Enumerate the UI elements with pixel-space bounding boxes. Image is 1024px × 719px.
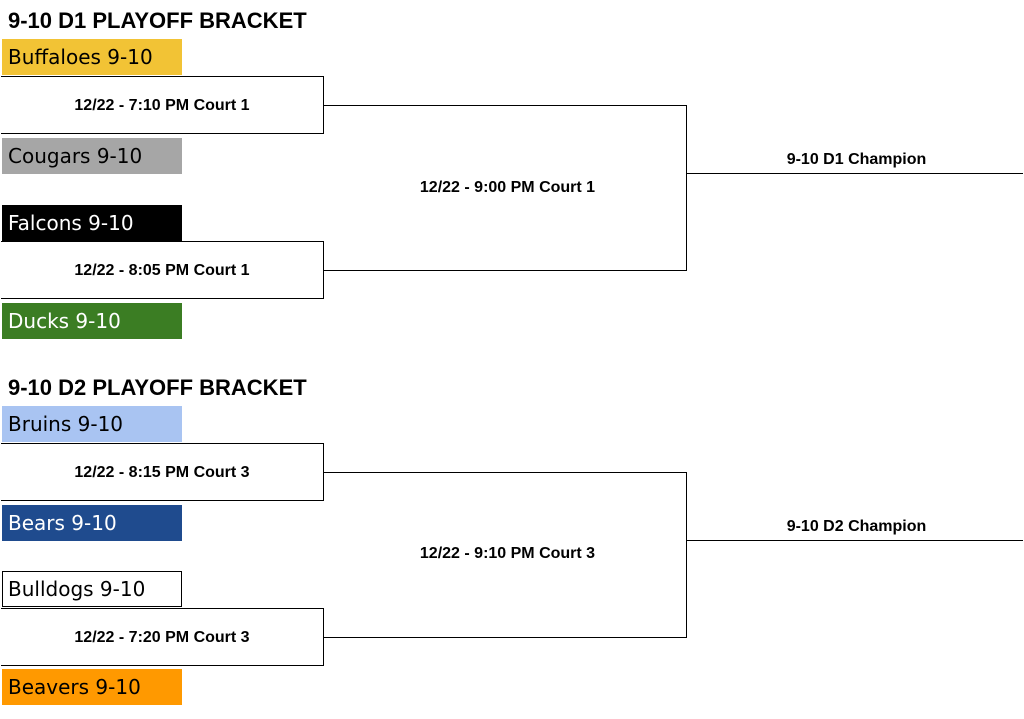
match-1-time: 12/22 - 8:15 PM Court 3 xyxy=(74,464,250,481)
champion-label: 9-10 D1 Champion xyxy=(786,151,927,168)
team-ducks: Ducks 9-10 xyxy=(2,303,182,339)
team-bruins: Bruins 9-10 xyxy=(2,406,182,442)
champion-label: 9-10 D2 Champion xyxy=(786,518,927,535)
match-1-time: 12/22 - 7:10 PM Court 1 xyxy=(74,97,250,114)
match-2-connector xyxy=(1,241,324,299)
d2-bracket: 9-10 D2 PLAYOFF BRACKET Bruins 9-10 Bear… xyxy=(0,367,1024,719)
final-vertical-line xyxy=(686,105,687,271)
match-2-time: 12/22 - 8:05 PM Court 1 xyxy=(74,262,250,279)
semifinal-top-line xyxy=(324,105,687,106)
final-time: 12/22 - 9:10 PM Court 3 xyxy=(419,545,596,562)
match-1-connector xyxy=(1,443,324,501)
team-beavers: Beavers 9-10 xyxy=(2,669,182,705)
champion-line xyxy=(686,540,1023,541)
final-time: 12/22 - 9:00 PM Court 1 xyxy=(419,179,596,196)
team-cougars: Cougars 9-10 xyxy=(2,138,182,174)
semifinal-bottom-line xyxy=(324,637,687,638)
final-vertical-line xyxy=(686,472,687,638)
team-bulldogs: Bulldogs 9-10 xyxy=(2,571,182,607)
semifinal-bottom-line xyxy=(324,270,687,271)
d1-bracket: 9-10 D1 PLAYOFF BRACKET Buffaloes 9-10 C… xyxy=(0,0,1024,352)
team-falcons: Falcons 9-10 xyxy=(2,205,182,241)
bracket-title: 9-10 D1 PLAYOFF BRACKET xyxy=(8,8,307,33)
champion-line xyxy=(686,173,1023,174)
semifinal-top-line xyxy=(324,472,687,473)
match-1-connector xyxy=(1,76,324,134)
match-2-connector xyxy=(1,608,324,666)
team-buffaloes: Buffaloes 9-10 xyxy=(2,39,182,75)
team-bears: Bears 9-10 xyxy=(2,505,182,541)
bracket-title: 9-10 D2 PLAYOFF BRACKET xyxy=(8,375,307,400)
match-2-time: 12/22 - 7:20 PM Court 3 xyxy=(74,629,250,646)
